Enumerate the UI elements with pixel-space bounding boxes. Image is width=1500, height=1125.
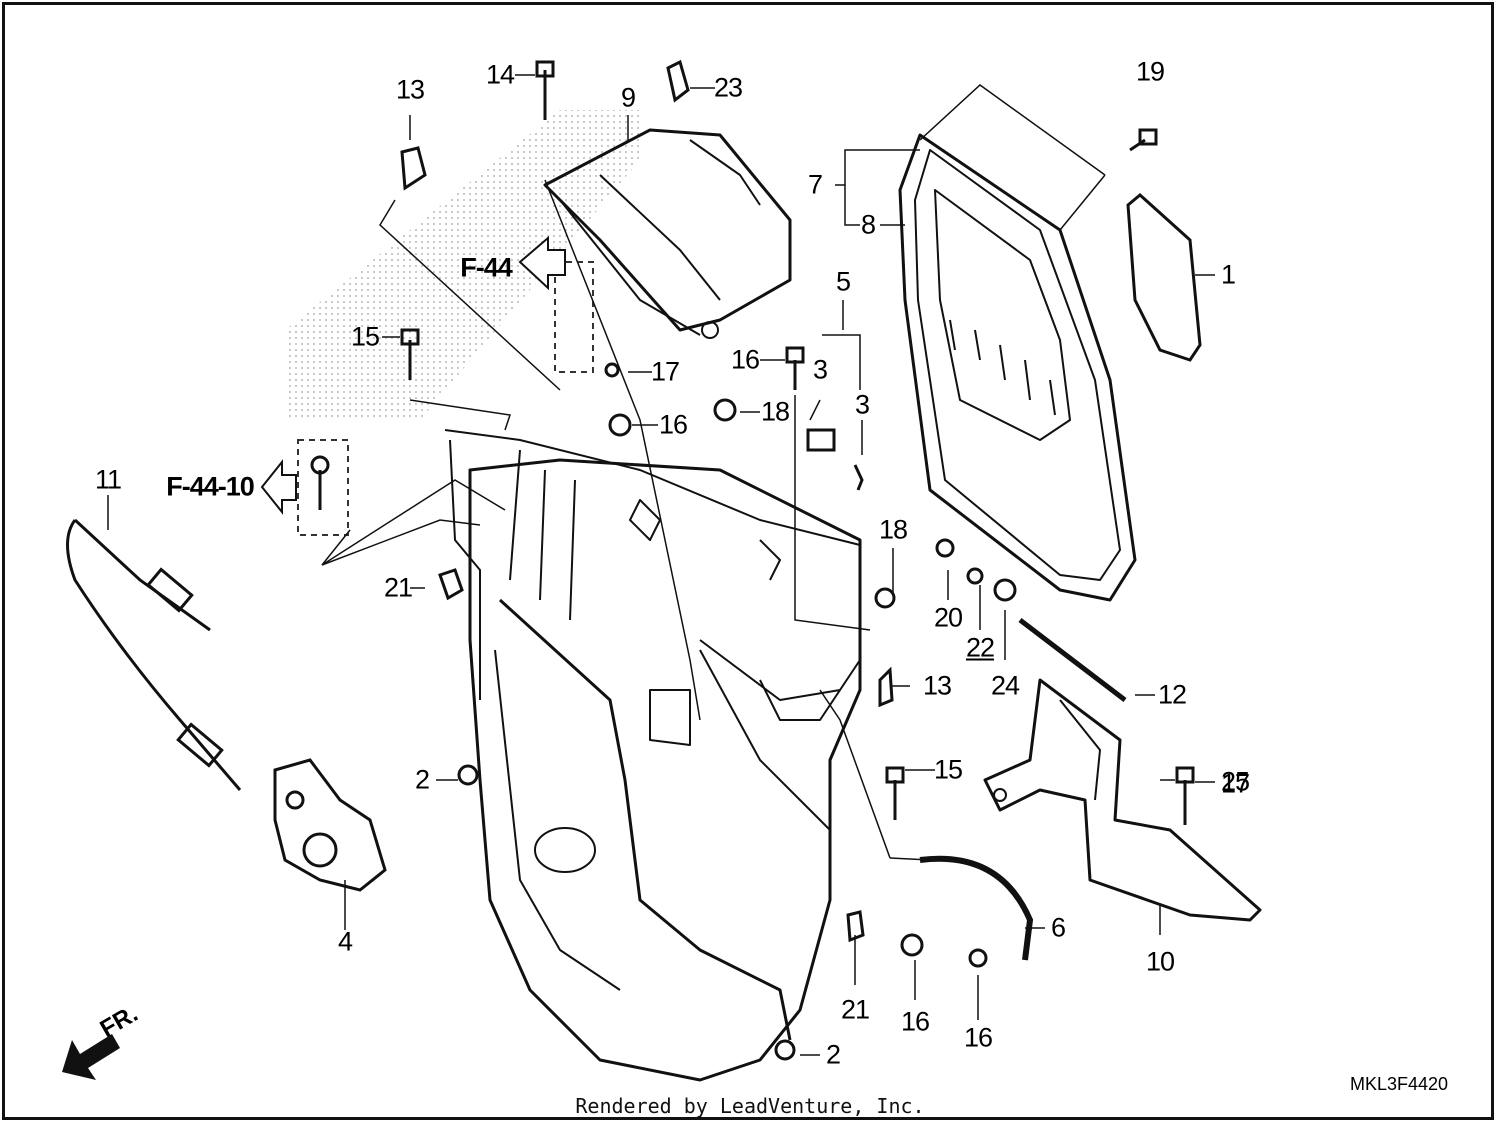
callout-13b: 13: [922, 670, 952, 701]
inner-cover: [543, 128, 792, 339]
callout-18a: 18: [760, 396, 790, 427]
callout-16d: 16: [963, 1022, 993, 1053]
assembly-shading: [285, 110, 640, 420]
ref-arrow-a: [518, 235, 566, 291]
callout-6: 6: [1050, 912, 1066, 943]
section-ref-f44[interactable]: F-44: [460, 252, 513, 283]
hinge-shaft: [1018, 618, 1127, 702]
callout-1: 1: [1220, 259, 1236, 290]
callout-7: 7: [807, 169, 823, 200]
callout-24: 24: [990, 670, 1020, 701]
ref-arrow-b: [260, 459, 297, 515]
ref-box-a: [554, 261, 594, 373]
callout-19: 19: [1135, 56, 1165, 87]
render-credit: Rendered by LeadVenture, Inc.: [575, 1094, 925, 1118]
callout-22: 22: [965, 632, 995, 663]
callout-2a: 2: [414, 764, 430, 795]
leader-lines: [107, 74, 1215, 1056]
callout-21b: 21: [840, 994, 870, 1025]
callout-4: 4: [337, 926, 353, 957]
callout-25: 25: [1220, 766, 1250, 797]
callout-16a: 16: [730, 344, 760, 375]
diagram-code: MKL3F4420: [1350, 1074, 1449, 1094]
front-arrow-icon: [62, 1034, 120, 1080]
callout-2b: 2: [825, 1039, 841, 1070]
callout-10: 10: [1145, 946, 1175, 977]
callout-15b: 15: [933, 754, 963, 785]
callout-17: 17: [650, 356, 680, 387]
callout-9: 9: [620, 82, 636, 113]
callout-13a: 13: [395, 74, 425, 105]
callout-18b: 18: [878, 514, 908, 545]
callout-20: 20: [933, 602, 963, 633]
callout-3b: 3: [854, 389, 870, 420]
callout-23: 23: [713, 72, 743, 103]
callout-16e: 17: [1220, 768, 1250, 799]
callout-3a: 3: [812, 354, 828, 385]
mounting-bracket: [983, 678, 1262, 922]
callout-5: 5: [835, 266, 851, 297]
latch-assembly: [273, 758, 387, 892]
callout-16b: 16: [658, 409, 688, 440]
release-cable: [66, 518, 242, 791]
trim-strip: [919, 855, 1034, 961]
callout-16c: 16: [900, 1006, 930, 1037]
lid-assembly: [898, 133, 1137, 602]
section-ref-f44-10[interactable]: F-44-10: [166, 471, 255, 502]
callout-8: 8: [860, 209, 876, 240]
callout-11: 11: [94, 464, 122, 495]
lid-seal: [1126, 193, 1202, 362]
fasteners: [310, 59, 1195, 1061]
callout-15a: 15: [350, 321, 380, 352]
callout-12: 12: [1157, 679, 1187, 710]
ref-box-b: [297, 439, 349, 536]
luggage-box: [444, 429, 862, 1082]
callout-21a: 21: [383, 572, 413, 603]
callout-14: 14: [485, 59, 515, 90]
